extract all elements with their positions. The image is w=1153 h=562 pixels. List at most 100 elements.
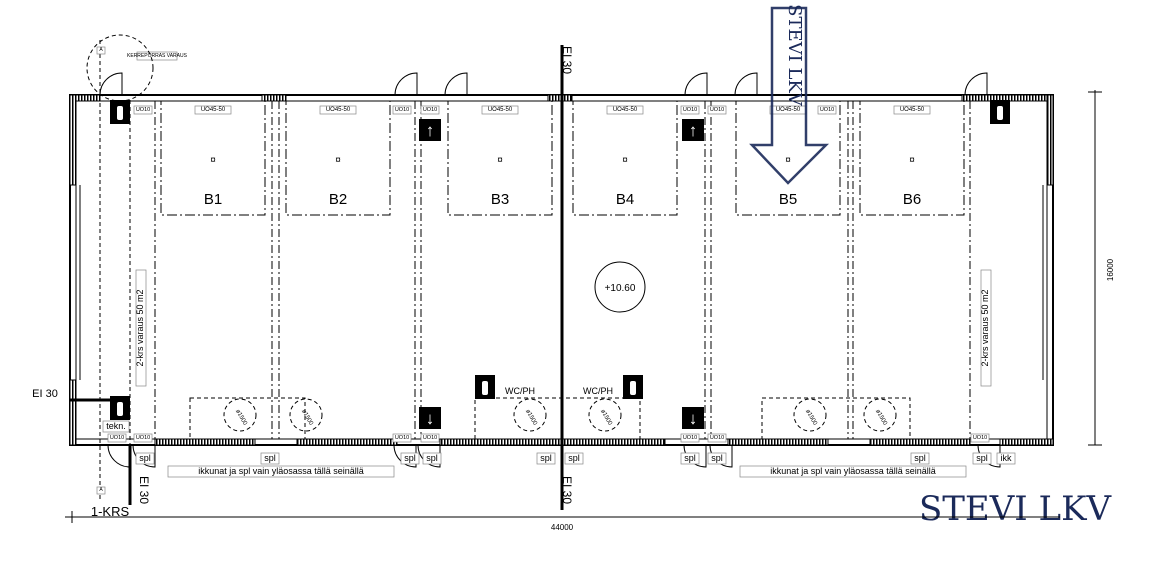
ceiling-light-icon: ¤ xyxy=(909,155,915,166)
spl-label-box xyxy=(972,452,992,465)
spl-label: spl xyxy=(139,453,151,463)
ceiling-light-icon: ¤ xyxy=(785,155,791,166)
window-note-box xyxy=(167,465,395,478)
overhead-door-tag: UO45-50 xyxy=(488,107,513,113)
ikk-label: ikk xyxy=(1001,453,1012,463)
door-tag-top: UO10 xyxy=(395,107,409,113)
spl-label-box xyxy=(707,452,727,465)
wc-block xyxy=(474,397,641,440)
window-note-box xyxy=(739,465,967,478)
door-tag-top: UO10 xyxy=(136,107,150,113)
window-note: ikkunat ja spl vain yläosassa tällä sein… xyxy=(198,466,364,476)
floor-label: 1-KRS xyxy=(91,504,130,519)
crane-zone xyxy=(160,100,266,216)
wc-block xyxy=(761,397,911,440)
door-swing xyxy=(444,72,468,96)
dimension-lines xyxy=(65,90,1102,523)
mezzanine-note-box xyxy=(980,269,992,387)
mezzanine-note: 2-krs varaus 50 m2 xyxy=(135,289,145,366)
spl-label: spl xyxy=(404,453,416,463)
spl-label: spl xyxy=(684,453,696,463)
crane-zone xyxy=(859,100,965,216)
exit-arrow-icon: ↑ xyxy=(426,121,435,140)
unit-label-B1: B1 xyxy=(204,191,222,208)
exit-arrow-icon: ↓ xyxy=(689,409,698,428)
spl-label: spl xyxy=(914,453,926,463)
fire-extinguisher-glyph xyxy=(630,381,636,395)
turning-circle-label: ø1500 xyxy=(300,409,314,427)
ceiling-light-icon: ¤ xyxy=(497,155,503,166)
exit-arrow-icon: ↑ xyxy=(689,121,698,140)
door-tag-bottom-box xyxy=(680,433,700,443)
door-swing xyxy=(684,72,708,96)
exit-sign xyxy=(419,119,441,141)
level-marker-circle xyxy=(594,261,646,313)
window-note: ikkunat ja spl vain yläosassa tällä sein… xyxy=(770,466,936,476)
level-marker: +10.60 xyxy=(605,283,636,294)
door-tag-bottom: UO10 xyxy=(395,435,409,441)
door-tag-bottom-box xyxy=(133,433,153,443)
door-tag-top-box xyxy=(680,105,700,115)
overhead-door-tag-box xyxy=(606,105,644,115)
exit-sign xyxy=(682,119,704,141)
turning-circle-label: ø1500 xyxy=(599,409,613,427)
door-tag-top-box xyxy=(133,105,153,115)
door-tag-top-box xyxy=(420,105,440,115)
turning-circle xyxy=(588,398,622,432)
watermark-arrow-text: STEVI LKV xyxy=(784,4,805,107)
exit-arrow-icon: ↓ xyxy=(426,409,435,428)
door-tag-top-box xyxy=(817,105,837,115)
stair-reservation-label-box xyxy=(136,51,178,61)
spl-label: spl xyxy=(264,453,276,463)
unit-label-B6: B6 xyxy=(903,191,921,208)
door-tag-top-box xyxy=(392,105,412,115)
mezzanine-note: 2-krs varaus 50 m2 xyxy=(980,289,990,366)
door-tag-bottom-box xyxy=(107,433,127,443)
overhead-door-tag-box xyxy=(481,105,519,115)
exit-sign xyxy=(682,407,704,429)
section-mark-box xyxy=(96,46,106,55)
section-mark-box xyxy=(96,486,106,495)
turning-circle xyxy=(289,398,323,432)
section-mark: A xyxy=(99,487,103,493)
section-mark: A xyxy=(99,47,103,53)
door-tag-bottom-box xyxy=(970,433,990,443)
spl-label-box xyxy=(680,452,700,465)
ceiling-light-icon: ¤ xyxy=(622,155,628,166)
spl-label-box xyxy=(135,452,155,465)
door-tag-top: UO10 xyxy=(710,107,724,113)
wc-label: WC/PH xyxy=(583,386,613,396)
stair-reservation-label: KERREPORRAS VARAUS xyxy=(127,53,188,59)
spl-label-box xyxy=(400,452,420,465)
turning-circle-label: ø1500 xyxy=(804,409,818,427)
overhead-door-tag: UO45-50 xyxy=(326,107,351,113)
crane-zone xyxy=(572,100,678,216)
door-tag-bottom-box xyxy=(420,433,440,443)
door-swing xyxy=(734,72,758,96)
overhead-door-tag: UO45-50 xyxy=(900,107,925,113)
fire-extinguisher-glyph xyxy=(117,106,123,120)
overhead-door-tag: UO45-50 xyxy=(613,107,638,113)
fire-rating-label: EI 30 xyxy=(560,476,574,504)
exit-sign xyxy=(419,407,441,429)
spl-label: spl xyxy=(711,453,723,463)
door-swing xyxy=(964,72,988,96)
overhead-door-tag: UO45-50 xyxy=(776,107,801,113)
turning-circle-label: ø1500 xyxy=(524,409,538,427)
door-tag-top: UO10 xyxy=(423,107,437,113)
dimension-depth: 16000 xyxy=(1106,258,1115,281)
overhead-door-tag-box xyxy=(194,105,232,115)
wc-label: WC/PH xyxy=(505,386,535,396)
unit-label-B3: B3 xyxy=(491,191,509,208)
door-tag-bottom: UO10 xyxy=(710,435,724,441)
door-tag-top: UO10 xyxy=(820,107,834,113)
door-tag-top-box xyxy=(707,105,727,115)
spl-label: spl xyxy=(568,453,580,463)
fire-extinguisher-glyph xyxy=(482,381,488,395)
watermark-logo: STEVI LKV xyxy=(919,489,1113,529)
fire-rating-label: EI 30 xyxy=(137,476,151,504)
spl-label-box xyxy=(536,452,556,465)
door-tag-bottom: UO10 xyxy=(683,435,697,441)
